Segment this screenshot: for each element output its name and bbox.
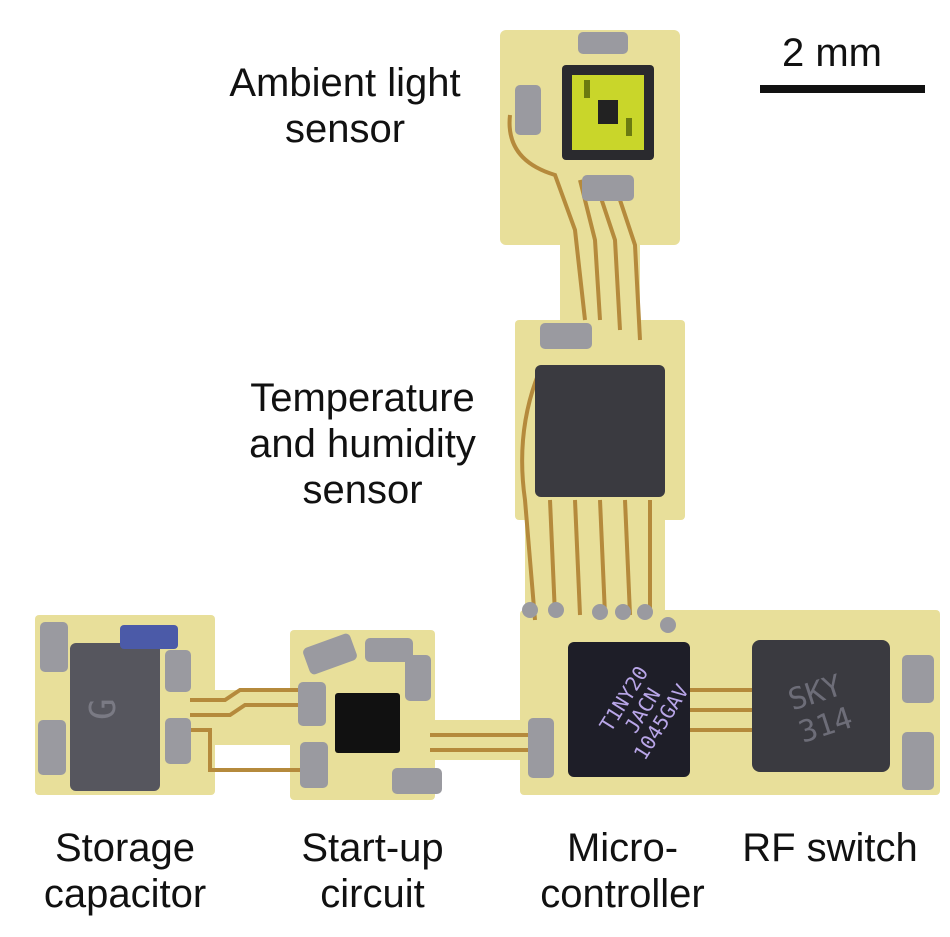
- capacitor-rf-top: [902, 655, 934, 703]
- label-storage-capacitor: Storage capacitor: [43, 826, 207, 916]
- label-ambient-light-sensor: Ambient light sensor: [229, 61, 461, 151]
- startup-components: [298, 633, 442, 794]
- label-startup-circuit: Start-up circuit: [301, 826, 444, 916]
- rf-switch-chip: [752, 640, 890, 772]
- temp-humidity-sensor-chip: [535, 365, 665, 497]
- microcontroller-pads: [522, 602, 676, 633]
- storage-capacitor-marking: G: [83, 698, 124, 720]
- storage-components: [38, 622, 191, 775]
- storage-capacitor-body: [70, 643, 160, 791]
- label-microcontroller: Micro- controller: [540, 826, 705, 916]
- label-temp-humidity-sensor: Temperature and humidity sensor: [249, 376, 476, 512]
- startup-ic-chip: [335, 693, 400, 753]
- ambient-light-sensor-chip: [562, 65, 654, 160]
- copper-traces: [190, 114, 760, 772]
- capacitor-mcu-left: [528, 718, 554, 778]
- microcontroller-chip: [568, 642, 690, 777]
- label-rf-switch: RF switch: [742, 826, 918, 870]
- board-connector-mid: [430, 720, 530, 760]
- capacitor-left: [515, 85, 541, 135]
- capacitor-top: [578, 32, 628, 54]
- capacitor-below-sensor: [582, 175, 634, 201]
- capacitor-rf-bottom: [902, 732, 934, 790]
- capacitor-mid: [540, 323, 592, 349]
- scale-bar-label: 2 mm: [782, 31, 882, 75]
